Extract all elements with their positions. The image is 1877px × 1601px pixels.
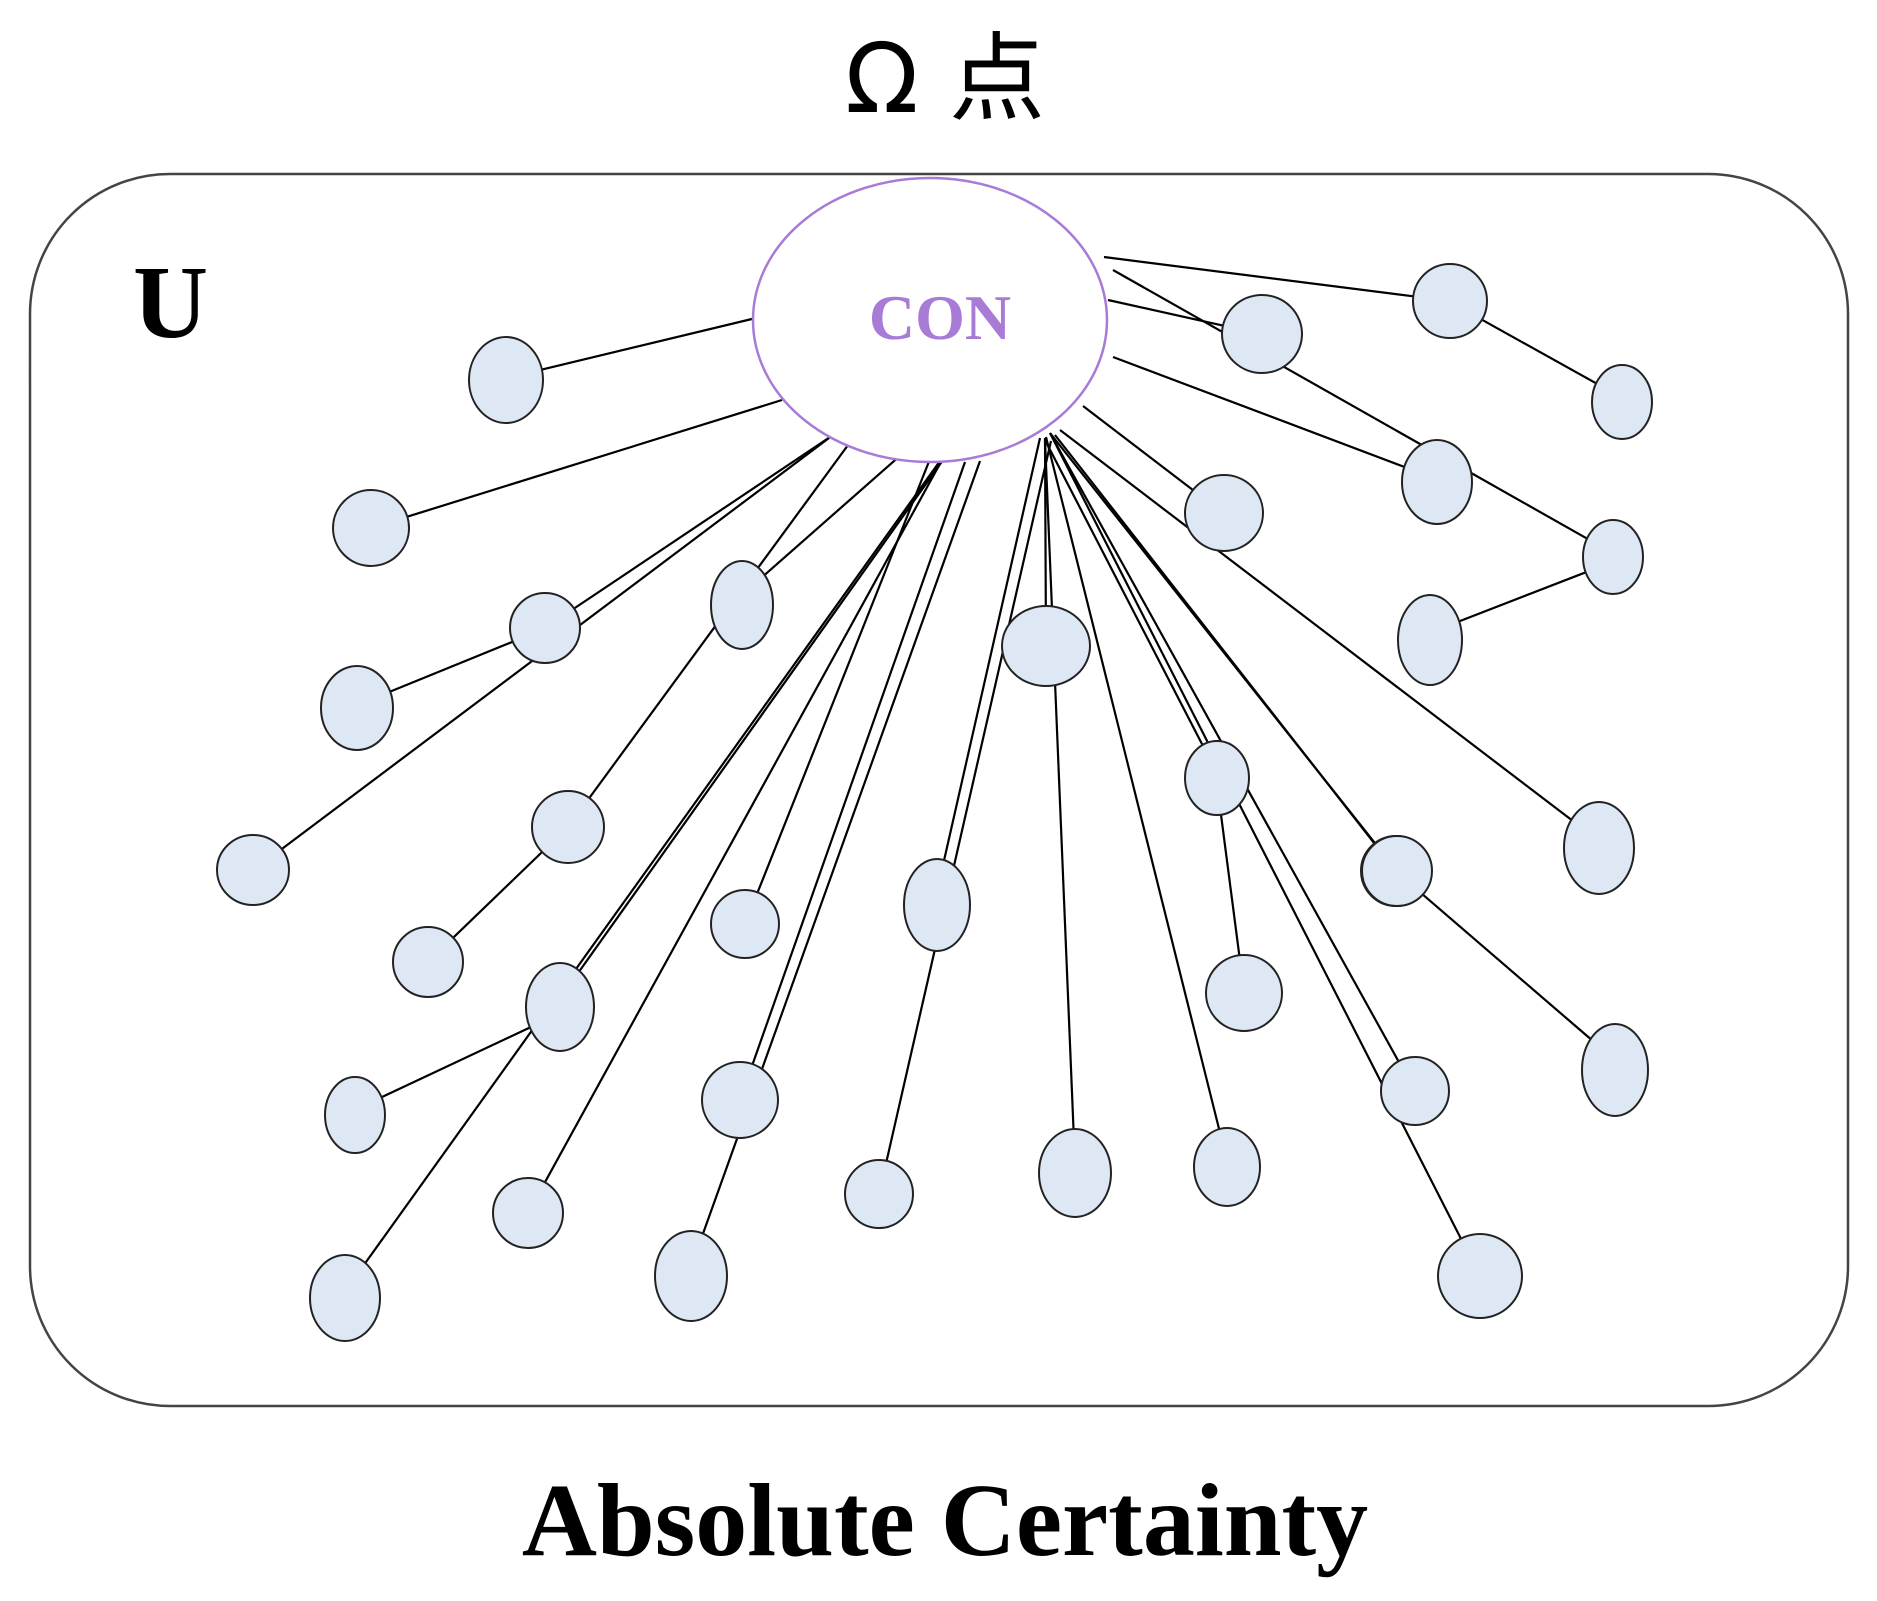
node-n2	[332, 489, 410, 567]
edge-con-n3	[573, 432, 837, 610]
node-n19	[1184, 740, 1250, 816]
node-n24	[1591, 364, 1653, 440]
node-n29	[1563, 801, 1635, 895]
node-n12	[492, 1177, 564, 1249]
node-n22	[1221, 294, 1303, 374]
node-n35	[1437, 1233, 1523, 1319]
node-n30	[1380, 1056, 1450, 1126]
edge-con-n34	[1043, 439, 1075, 1130]
edge-con-n17	[885, 440, 1053, 1162]
edges-layer	[281, 255, 1597, 1264]
edge-con-n2	[406, 398, 783, 518]
edge-n10-n11	[381, 1026, 531, 1099]
node-n34	[1038, 1128, 1112, 1218]
edge-con-n23	[1103, 255, 1414, 298]
edge-con-n13	[751, 461, 967, 1065]
node-n14	[309, 1254, 381, 1342]
edge-n31-n32	[1422, 893, 1592, 1040]
edge-con-n16	[943, 437, 1042, 861]
diagram-title: Ω 点	[845, 23, 1045, 135]
edge-con-n1	[541, 316, 757, 371]
node-n25	[1401, 439, 1473, 525]
diagram-caption: Absolute Certainty	[522, 1463, 1368, 1578]
node-n8	[710, 560, 774, 650]
edge-con-n26	[1112, 269, 1588, 540]
node-n11	[324, 1076, 386, 1154]
edge-n26-n27	[1458, 571, 1587, 623]
node-n6	[531, 790, 605, 864]
node-n13	[701, 1061, 779, 1139]
edge-con-n21	[1082, 405, 1194, 491]
edge-con-n33	[1044, 436, 1221, 1130]
node-n5	[216, 834, 290, 906]
center-ellipse	[751, 176, 1109, 464]
edge-n23-n24	[1481, 318, 1597, 385]
center-node: CON	[751, 176, 1109, 464]
node-n21	[1184, 474, 1264, 552]
edge-con-n29	[1059, 429, 1572, 821]
node-n4	[320, 665, 394, 751]
center-label: CON	[869, 282, 1011, 353]
edge-con-n19	[1044, 439, 1204, 746]
universe-frame	[28, 172, 1850, 1408]
edge-n3-n4	[389, 640, 514, 693]
node-n10	[525, 962, 595, 1052]
edge-con-n25	[1112, 355, 1405, 468]
node-n3	[509, 592, 581, 664]
universe-label: U	[133, 245, 208, 360]
edge-con-n8	[763, 446, 911, 576]
node-n27	[1397, 594, 1463, 686]
edge-con-n10	[578, 459, 944, 972]
edge-con-n31	[1049, 432, 1377, 845]
node-n26	[1582, 519, 1644, 595]
node-n23	[1412, 263, 1488, 339]
node-n33	[1193, 1127, 1261, 1207]
node-n18	[1001, 605, 1091, 687]
node-n20	[1205, 954, 1283, 1032]
edge-n19-n20	[1219, 814, 1241, 956]
edge-con-n9	[756, 458, 932, 893]
node-n16	[903, 858, 971, 952]
node-n1	[468, 336, 544, 424]
edge-n6-n7	[452, 851, 543, 939]
node-n17	[844, 1159, 914, 1229]
edge-con-n12	[543, 459, 943, 1183]
node-n7	[392, 926, 464, 998]
node-n32	[1581, 1023, 1649, 1117]
nodes-layer	[216, 263, 1653, 1342]
node-n31	[1361, 835, 1433, 907]
node-n9	[710, 889, 780, 959]
node-n15	[654, 1230, 728, 1322]
edge-con-n14	[364, 460, 941, 1264]
